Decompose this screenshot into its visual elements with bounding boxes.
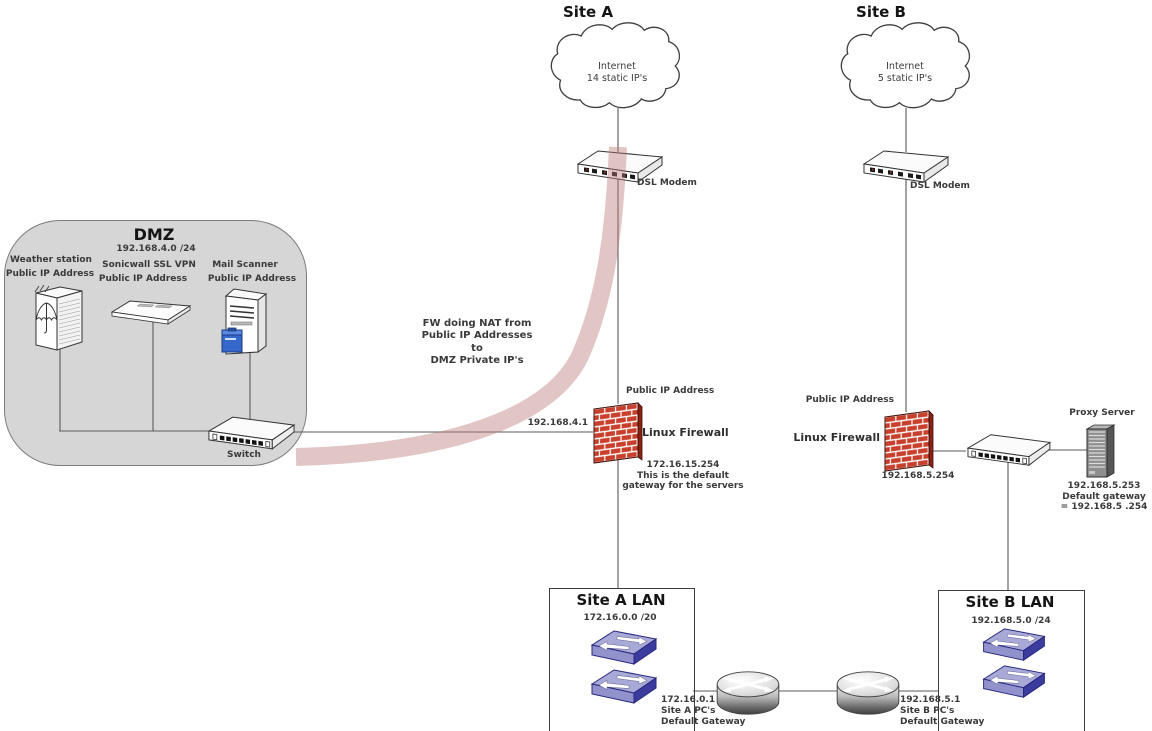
- linux-firewall-b-icon: [884, 410, 934, 472]
- dmz-subnet: 192.168.4.0 /24: [116, 244, 196, 254]
- modem-b-label: DSL Modem: [910, 181, 970, 191]
- linux-firewall-a-icon: [593, 402, 643, 464]
- lan-b-box: [938, 590, 1085, 731]
- lan-a-box: [549, 588, 695, 731]
- mail-scanner-icon: [221, 288, 268, 355]
- mail-scanner-label: Mail Scanner: [212, 260, 278, 270]
- proxy-server-icon: [1085, 424, 1116, 478]
- site-a-title: Site A: [562, 3, 614, 21]
- weather-station-icon: [34, 284, 83, 351]
- internet-cloud-b-icon: [840, 22, 971, 109]
- proxy-server-note: 192.168.5.253 Default gateway = 192.168.…: [1060, 481, 1148, 512]
- router-a-ip: 172.16.0.1: [661, 695, 716, 705]
- site-b-switch-icon: [966, 434, 1052, 467]
- router-a-icon: [716, 671, 780, 715]
- weather-station-label: Weather station: [10, 255, 92, 265]
- dsl-modem-b-icon: [862, 150, 950, 183]
- dmz-switch-label: Switch: [227, 450, 261, 460]
- firewall-a-inside-ip: 192.168.4.1: [527, 418, 588, 428]
- router-b-ip: 192.168.5.1: [900, 695, 961, 705]
- site-b-title: Site B: [856, 3, 906, 21]
- firewall-b-public-ip-label: Public IP Address: [805, 395, 894, 405]
- mail-scanner-ip: Public IP Address: [207, 274, 297, 284]
- lan-b-switch-1-icon: [982, 628, 1046, 662]
- router-a-line3: Default Gateway: [661, 717, 746, 727]
- lan-b-subnet: 192.168.5.0 /24: [971, 616, 1051, 626]
- firewall-a-public-ip-label: Public IP Address: [626, 386, 715, 396]
- nat-note: FW doing NAT from Public IP Addresses to…: [421, 318, 533, 366]
- lan-b-title: Site B LAN: [965, 593, 1055, 611]
- modem-a-label: DSL Modem: [637, 178, 697, 188]
- dmz-title: DMZ: [133, 225, 175, 244]
- router-b-icon: [836, 671, 900, 715]
- lan-a-title: Site A LAN: [576, 591, 666, 609]
- router-b-line3: Default Gateway: [900, 717, 985, 727]
- lan-a-subnet: 172.16.0.0 /20: [583, 613, 657, 623]
- proxy-server-label: Proxy Server: [1069, 408, 1135, 418]
- firewall-b-label: Linux Firewall: [793, 431, 880, 444]
- lan-a-switch-1-icon: [590, 630, 658, 665]
- dmz-switch-icon: [207, 416, 296, 450]
- router-a-line2: Site A PC's: [661, 706, 716, 716]
- firewall-b-inside-ip: 192.168.5.254: [881, 471, 955, 481]
- sonicwall-label: Sonicwall SSL VPN: [102, 260, 196, 270]
- dsl-modem-a-icon: [576, 150, 664, 183]
- router-b-line2: Site B PC's: [900, 706, 955, 716]
- sonicwall-ssl-vpn-icon: [110, 300, 192, 325]
- sonicwall-ip: Public IP Address: [98, 274, 188, 284]
- lan-b-switch-2-icon: [982, 665, 1046, 699]
- lan-a-switch-2-icon: [590, 669, 658, 704]
- weather-station-ip: Public IP Address: [5, 269, 95, 279]
- internet-cloud-a-icon: [550, 22, 681, 109]
- firewall-a-gateway-note: 172.16.15.254 This is the default gatewa…: [622, 460, 744, 491]
- firewall-a-label: Linux Firewall: [642, 426, 729, 439]
